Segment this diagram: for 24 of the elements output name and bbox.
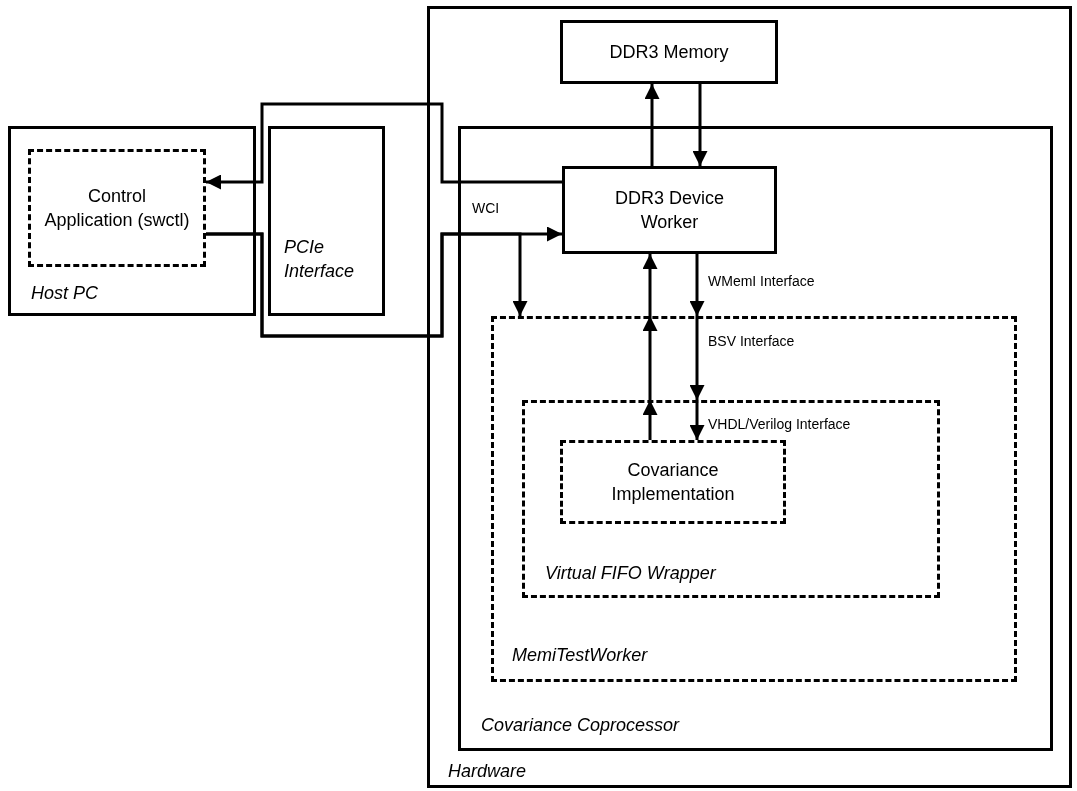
interface-label: VHDL/Verilog Interface (706, 416, 853, 432)
box-title: PCIe Interface (284, 236, 356, 283)
box-label: Control Application (swctl) (43, 185, 191, 232)
box-title: Covariance Coprocessor (481, 714, 681, 737)
memory-box (560, 20, 778, 84)
host-box (8, 126, 256, 316)
interface-label: WMemI Interface (706, 273, 817, 289)
arrow (690, 254, 705, 440)
box-title: Virtual FIFO Wrapper (545, 562, 718, 585)
arrow (692, 84, 708, 166)
arrow (644, 84, 660, 166)
arrow (206, 102, 562, 190)
application-box (28, 149, 206, 267)
box-label: Covariance Implementation (610, 459, 736, 506)
arrow (643, 254, 658, 440)
interface-label: BSV Interface (706, 333, 797, 349)
box-label: DDR3 Memory (609, 41, 729, 64)
worker-box (562, 166, 777, 254)
implementation-box (560, 440, 786, 524)
box-title: Host PC (31, 282, 100, 305)
box-label: DDR3 Device Worker (614, 187, 725, 234)
box-title: Hardware (448, 760, 528, 783)
box-title: MemiTestWorker (512, 644, 649, 667)
interface-box (268, 126, 385, 316)
